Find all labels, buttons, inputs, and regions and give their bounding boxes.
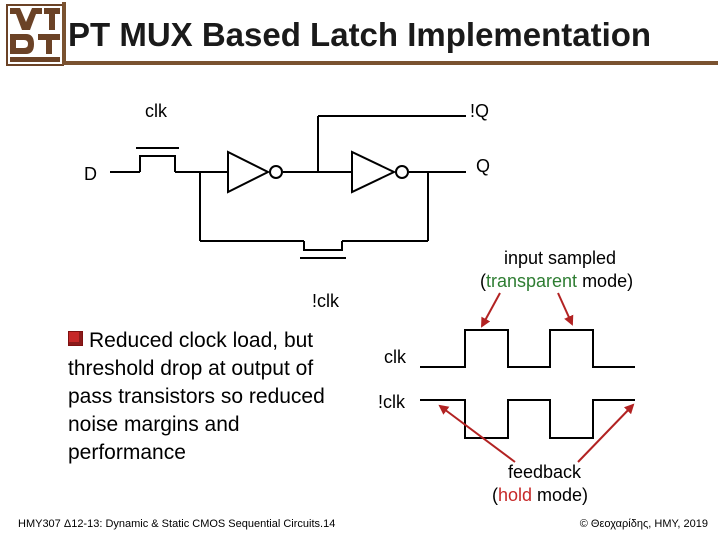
label-q: Q: [476, 156, 490, 176]
title-underline: [62, 61, 718, 65]
label-not-clk: !clk: [312, 291, 340, 311]
slide-title: PT MUX Based Latch Implementation: [68, 16, 652, 53]
arrow-feedback-left: [438, 404, 516, 463]
label-clk: clk: [145, 101, 168, 121]
waveform-label-clk: clk: [384, 347, 407, 367]
university-logo-icon: [6, 4, 64, 66]
inverter-2: [351, 150, 409, 194]
bullet-text: Reduced clock load, but threshold drop a…: [68, 329, 325, 464]
annotation-feedback-line2: (hold mode): [492, 485, 588, 505]
waveform-notclk: [420, 399, 635, 439]
inverter-1: [227, 150, 283, 194]
annotation-arrows: [438, 292, 635, 463]
annotation-feedback-line1: feedback: [508, 462, 582, 482]
footer-copyright: © Θεοχαρίδης, HMY, 2019: [579, 518, 708, 530]
arrow-feedback-right: [577, 403, 635, 463]
waveform-clk: [420, 329, 635, 368]
square-bullet-icon: [68, 331, 83, 346]
annotation-sampled-line1: input sampled: [504, 248, 616, 268]
annotation-sampled-line2: (transparent mode): [480, 271, 633, 291]
waveform-label-notclk: !clk: [378, 392, 406, 412]
arrow-sampled-left: [481, 292, 501, 328]
footer-course: HMY307 Δ12-13: Dynamic & Static CMOS Seq…: [18, 518, 336, 530]
arrow-sampled-right: [557, 292, 574, 326]
title-accent-vertical: [62, 2, 66, 65]
circuit-wires: [110, 115, 466, 259]
label-d: D: [84, 164, 97, 184]
bullet-point: Reduced clock load, but threshold drop a…: [68, 327, 358, 467]
label-not-q: !Q: [470, 101, 489, 121]
